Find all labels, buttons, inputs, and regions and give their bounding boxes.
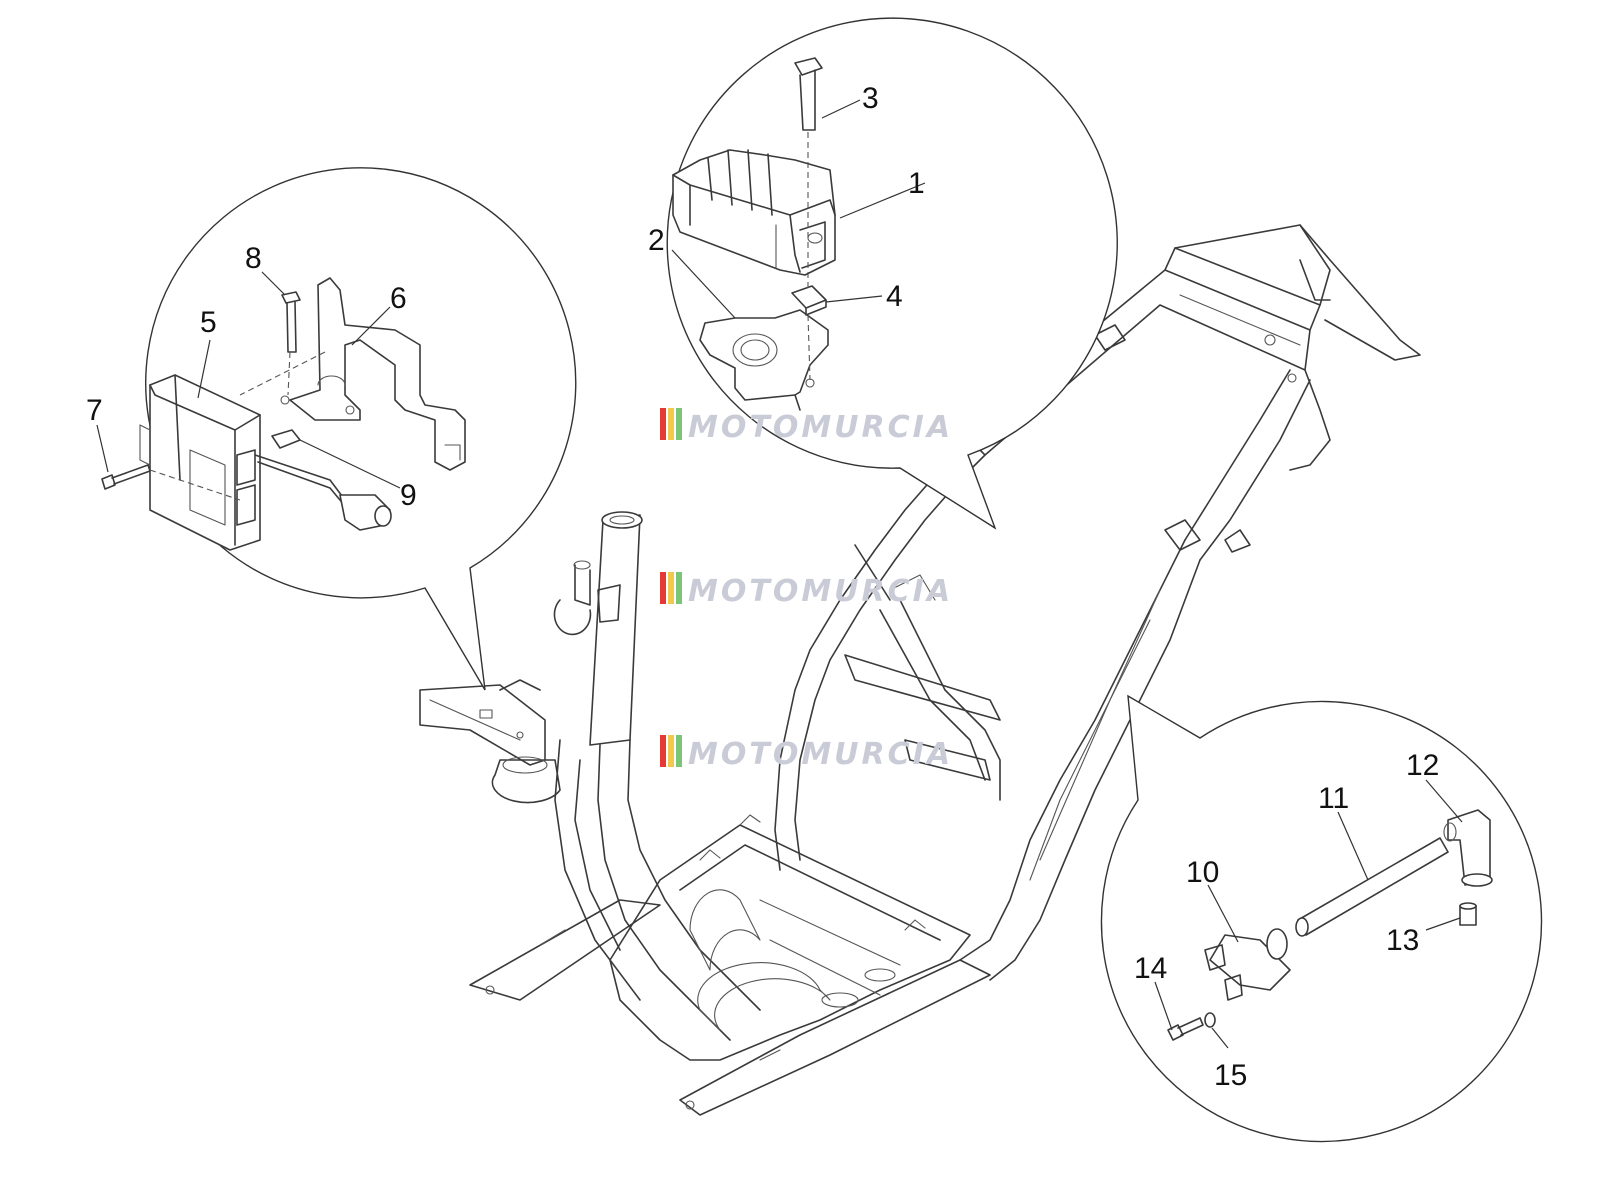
watermark-logo: MOTOMURCIA — [660, 735, 953, 772]
part-label-6: 6 — [390, 282, 407, 315]
part-label-1: 1 — [908, 167, 925, 200]
watermark-text: MOTOMURCIA — [688, 574, 953, 609]
part-label-7: 7 — [86, 394, 103, 427]
watermark: MOTOMURCIA MOTOMURCIA MOTOMURCIA — [660, 408, 953, 772]
watermark-text: MOTOMURCIA — [688, 737, 953, 772]
part-label-11: 11 — [1318, 782, 1349, 815]
part-label-15: 15 — [1214, 1059, 1247, 1092]
part-label-2: 2 — [648, 224, 665, 257]
part-label-10: 10 — [1186, 856, 1219, 889]
part-label-3: 3 — [862, 82, 879, 115]
callout-ecu-group — [101, 167, 577, 691]
part-label-12: 12 — [1406, 749, 1439, 782]
part-label-14: 14 — [1134, 952, 1167, 985]
part-label-8: 8 — [245, 242, 262, 275]
watermark-logo: MOTOMURCIA — [660, 572, 953, 609]
part-label-5: 5 — [200, 306, 217, 339]
part-label-13: 13 — [1386, 924, 1419, 957]
callout-sensor-group — [1100, 694, 1543, 1143]
leader-lines — [96, 99, 1463, 1049]
watermark-logo: MOTOMURCIA — [660, 408, 953, 445]
callout-regulator-group — [666, 17, 1118, 530]
watermark-text: MOTOMURCIA — [688, 410, 953, 445]
part-label-9: 9 — [400, 479, 417, 512]
part-labels: 1 2 3 4 5 6 7 8 9 10 11 12 13 14 15 — [86, 82, 1439, 1092]
part-label-4: 4 — [886, 280, 903, 313]
